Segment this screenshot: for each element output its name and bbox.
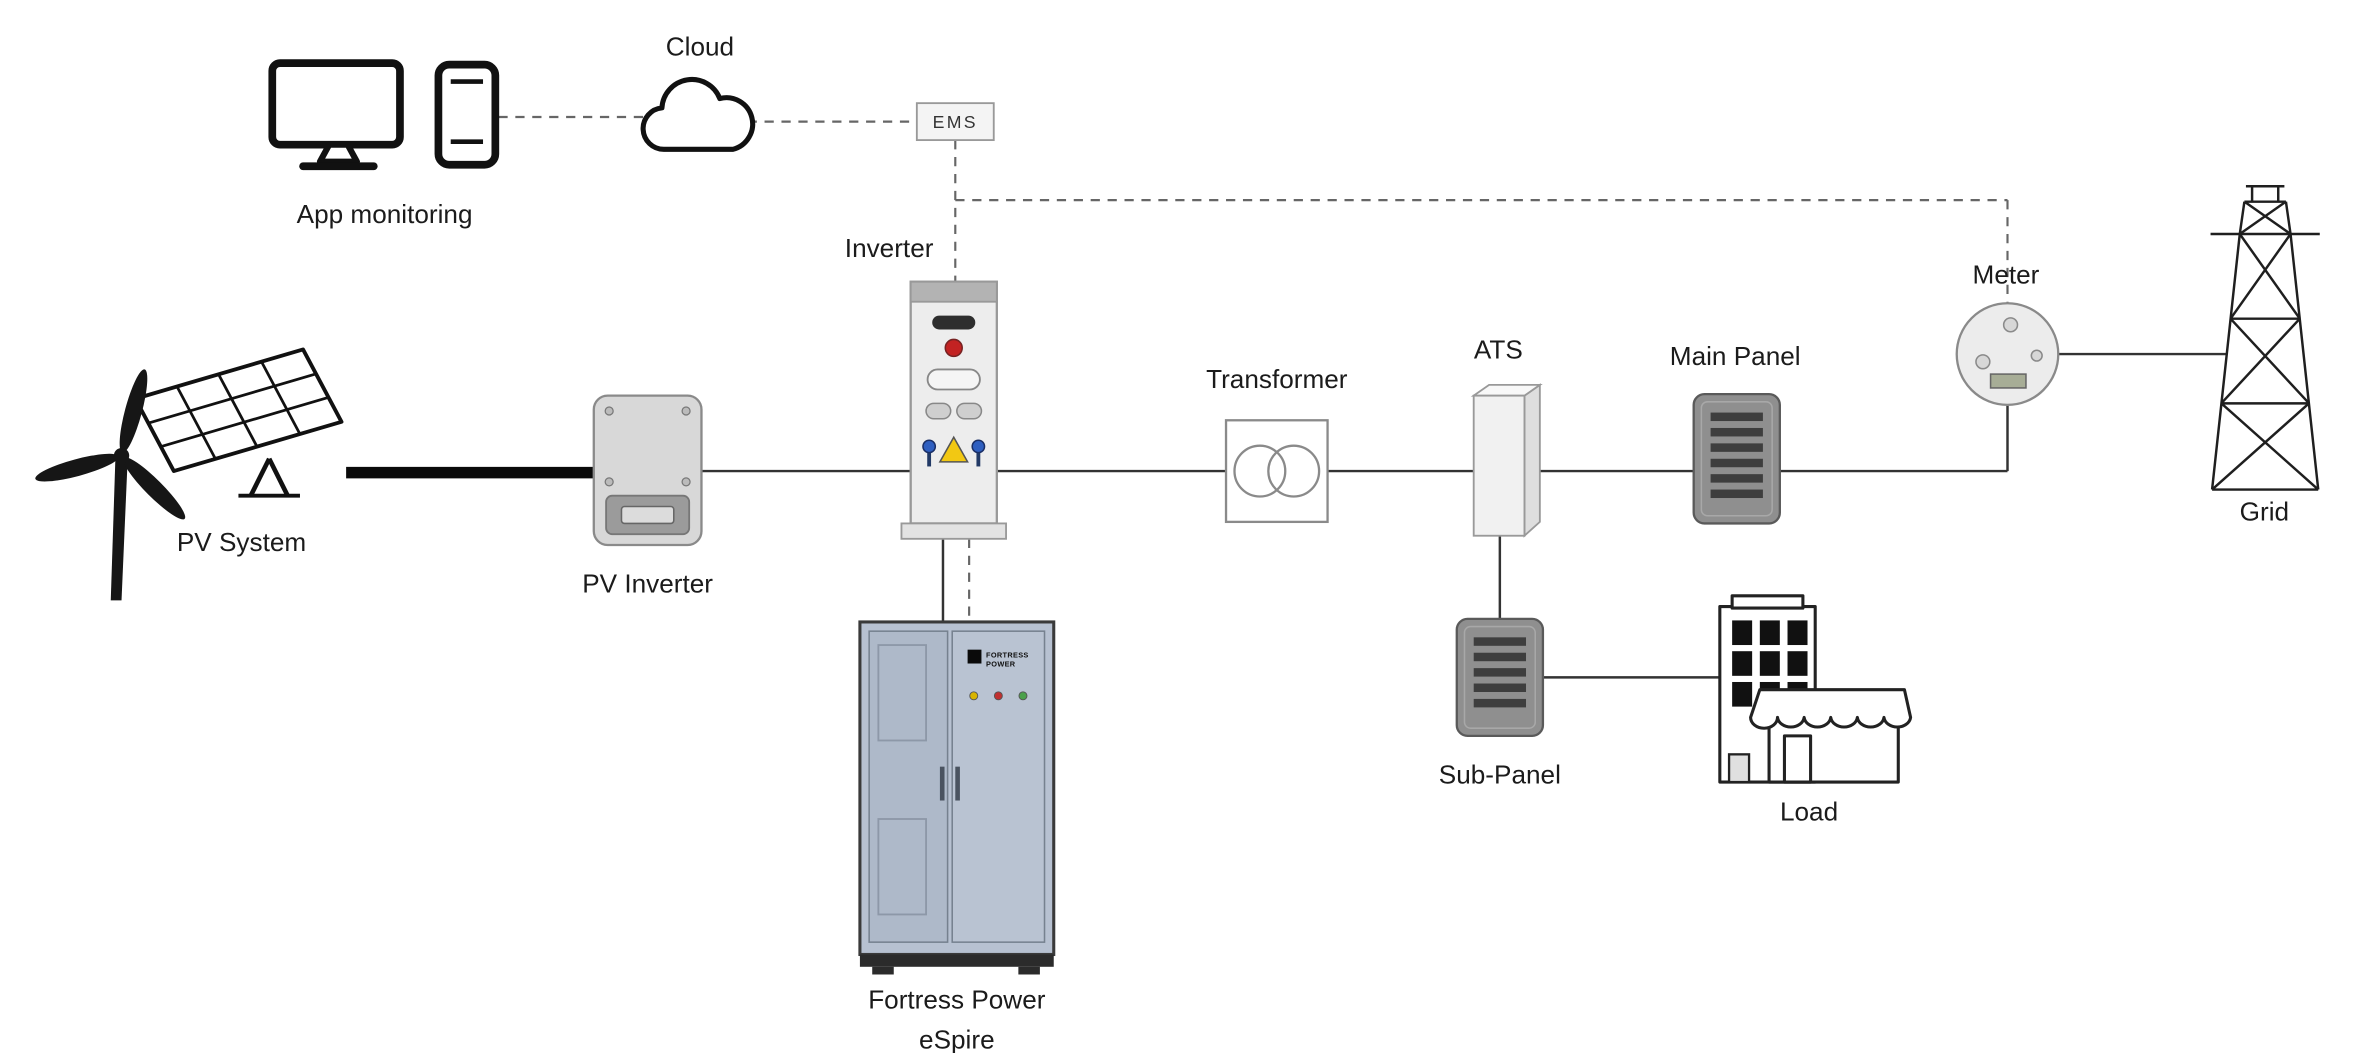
cloud-icon [640,76,756,152]
wind-turbine-icon [35,369,186,601]
pv-system-icon [35,347,344,601]
inverter-port-left [925,402,952,420]
meter-label: Meter [1973,259,2040,289]
monitor-icon [268,59,404,171]
inverter-label: Inverter [845,233,934,263]
load-label: Load [1780,797,1838,827]
solar-panel-icon [133,347,344,498]
sub-panel-label: Sub-Panel [1439,760,1561,790]
inverter-display [932,315,976,330]
battery-label-line2: eSpire [919,1024,995,1053]
status-led-yellow [969,691,979,701]
inverter-device [900,280,1007,540]
inverter-connector-left [922,439,937,454]
cabinet-door-left [868,630,949,943]
building-door [1727,753,1751,784]
ats-device [1470,383,1543,538]
fortress-logo-icon [967,649,982,664]
door-handle-left [939,766,945,801]
inverter-red-led [944,338,963,358]
meter-device [1955,302,2060,407]
meter-display [1989,373,2027,389]
sub-panel-device [1455,617,1545,738]
inverter-connector-right [971,439,986,454]
pv-inverter-label: PV Inverter [582,569,713,599]
status-led-green [1018,691,1028,701]
cloud-label: Cloud [666,31,734,61]
transformer-label: Transformer [1206,364,1348,394]
transformer-icon [1224,419,1329,524]
grid-label: Grid [2240,496,2289,526]
dashed-connections [498,115,2009,622]
awning-icon [1749,688,1913,730]
warning-triangle-icon [938,435,969,463]
cabinet-base [859,954,1054,967]
app-monitoring-icon [268,59,500,171]
inverter-button [926,368,981,391]
pv-inverter-display [620,505,675,525]
cabinet-door-right [951,630,1046,943]
main-panel-label: Main Panel [1670,341,1801,371]
load-building-icon [1718,594,1913,784]
ems-box: EMS [915,102,995,142]
door-handle-right [955,766,960,801]
solid-connections [346,352,2226,679]
main-panel-device [1692,392,1781,525]
ems-label: EMS [933,112,978,132]
grid-tower-icon [2210,185,2320,491]
ats-label: ATS [1474,335,1523,365]
battery-label-line1: Fortress Power [868,984,1046,1014]
app-monitoring-label: App monitoring [297,199,473,229]
pv-inverter-device [592,394,703,547]
shop-door [1782,734,1813,784]
battery-cabinet-icon: FORTRESS POWER [858,620,1056,975]
status-led-red [993,691,1003,701]
brand-line1: FORTRESS [986,650,1029,659]
smartphone-icon [434,60,500,169]
inverter-port-right [956,402,983,420]
brand-line2: POWER [986,660,1016,669]
pv-system-label: PV System [177,527,306,557]
